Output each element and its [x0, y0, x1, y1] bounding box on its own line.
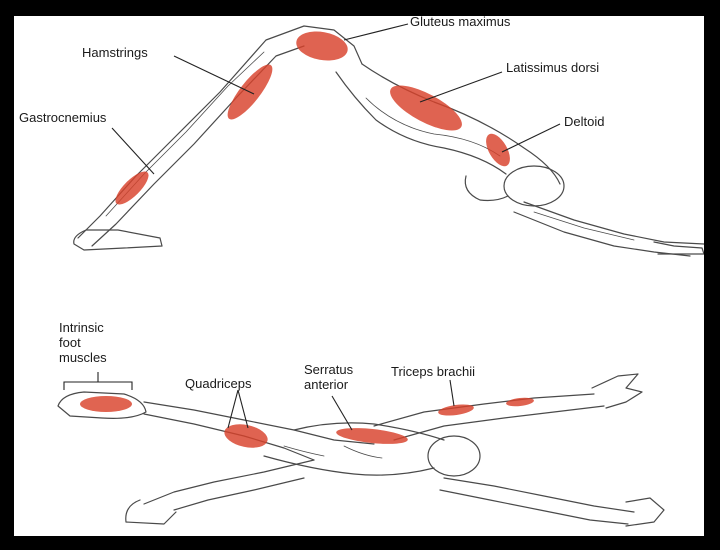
downward-dog-muscles	[115, 31, 510, 205]
muscle-latissimus	[390, 85, 462, 131]
label-triceps-brachii: Triceps brachii	[391, 364, 476, 379]
label-hamstrings: Hamstrings	[82, 45, 148, 60]
label-latissimus-dorsi: Latissimus dorsi	[506, 60, 600, 75]
muscle-triceps-a	[438, 404, 474, 416]
leader-lines-top	[111, 23, 561, 175]
label-gastrocnemius: Gastrocnemius	[19, 110, 107, 125]
label-serratus-anterior: Serratus anterior	[304, 362, 354, 392]
label-intrinsic-foot-muscles: Intrinsic foot muscles	[59, 320, 107, 365]
label-deltoid: Deltoid	[564, 114, 605, 129]
label-gluteus-maximus: Gluteus maximus	[410, 16, 511, 29]
muscle-gastrocnemius	[115, 171, 149, 205]
label-quadriceps: Quadriceps	[185, 376, 252, 391]
muscle-intrinsic-foot	[80, 396, 132, 412]
muscle-deltoid	[486, 133, 510, 167]
muscle-quadriceps	[224, 424, 268, 448]
muscle-serratus	[336, 428, 408, 444]
diagram-panel: Gluteus maximus Hamstrings Latissimus do…	[14, 16, 704, 536]
downward-dog-figure	[73, 25, 704, 257]
leader-lines-bottom	[63, 372, 455, 431]
reclined-figure	[57, 373, 665, 527]
anatomy-illustration	[57, 23, 704, 527]
muscle-triceps-b	[506, 397, 534, 407]
reclined-muscles	[80, 396, 534, 448]
muscle-gluteus	[296, 31, 348, 61]
